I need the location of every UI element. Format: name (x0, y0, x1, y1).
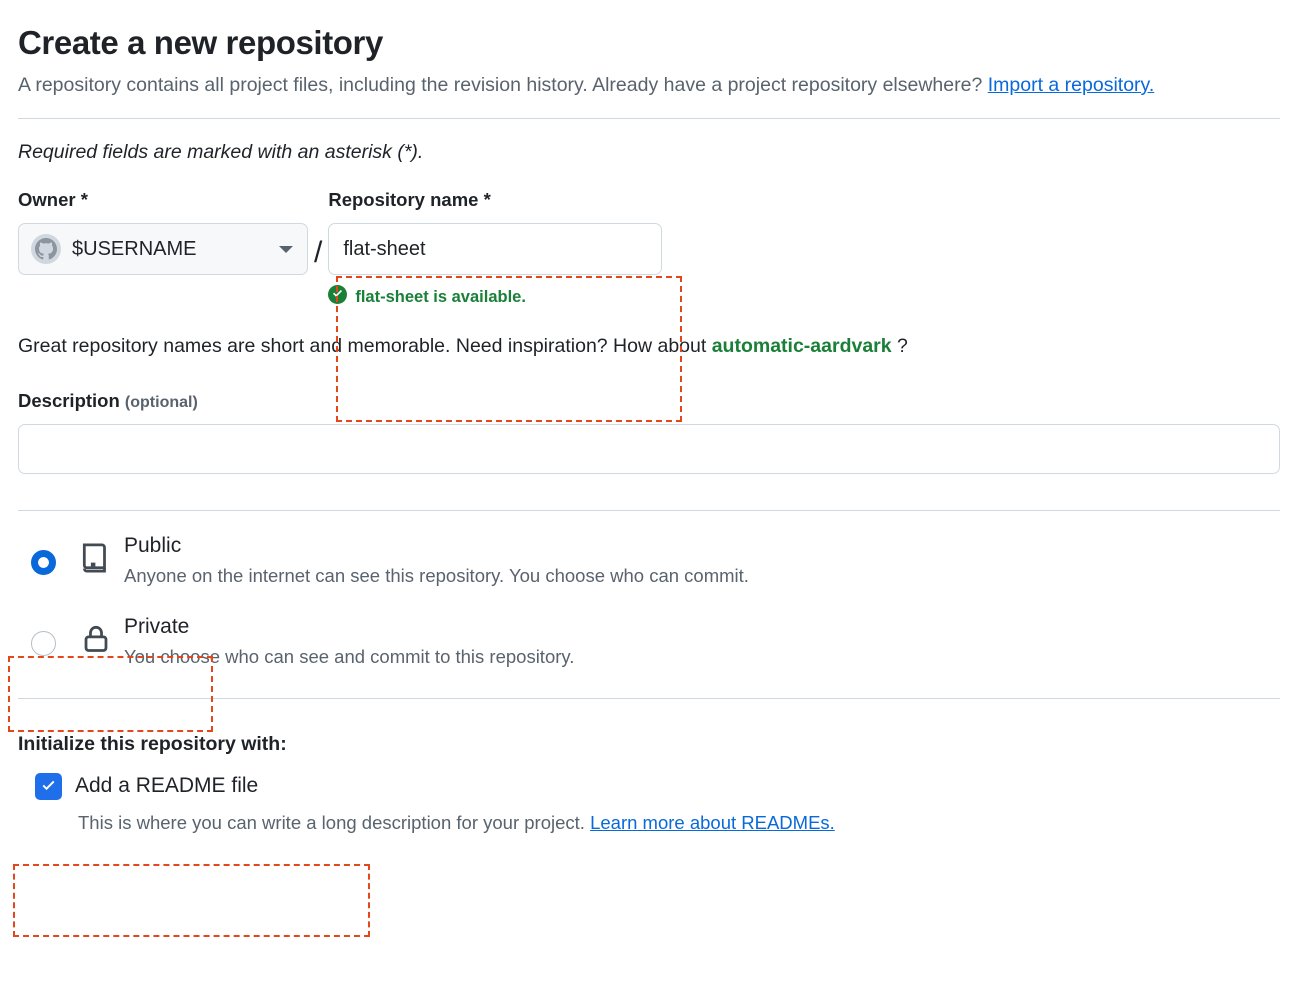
repository-name-label: Repository name * (328, 188, 491, 210)
github-octocat-icon (31, 234, 61, 265)
divider-top (18, 117, 1280, 119)
suggestion-prefix: Great repository names are short and mem… (18, 335, 712, 358)
public-text: Public Anyone on the internet can see th… (124, 533, 749, 587)
private-label: Private (124, 614, 190, 638)
description-optional-tag: (optional) (124, 394, 198, 412)
create-repository-page: Create a new repository A repository con… (0, 24, 1298, 996)
owner-and-name-row: Owner * $USERNAME / Repository name * (18, 188, 1280, 310)
initialize-readme-highlight (13, 864, 370, 937)
owner-field: Owner * $USERNAME (18, 188, 308, 276)
public-radio[interactable] (30, 550, 56, 576)
repository-availability: flat-sheet is available. (328, 285, 662, 309)
page-title: Create a new repository (18, 24, 383, 61)
suggested-repository-name[interactable]: automatic-aardvark (711, 335, 892, 358)
owner-label: Owner * (18, 188, 88, 210)
divider-initialize (18, 697, 1280, 699)
suggestion-suffix: ? (891, 335, 908, 358)
description-input[interactable] (18, 424, 1280, 475)
import-repository-link[interactable]: Import a repository. (987, 73, 1155, 96)
owner-select[interactable]: $USERNAME (18, 223, 308, 276)
check-circle-icon (328, 285, 348, 309)
subtitle-text: A repository contains all project files,… (18, 73, 988, 96)
readme-checkbox[interactable] (35, 772, 62, 800)
repository-name-field: Repository name * flat-sheet is availabl… (328, 188, 663, 310)
public-description: Anyone on the internet can see this repo… (124, 565, 749, 587)
visibility-option-public[interactable]: Public Anyone on the internet can see th… (18, 533, 1280, 587)
private-radio-wrap[interactable] (18, 614, 68, 656)
initialize-label: Initialize this repository with: (18, 732, 287, 755)
readme-hint: This is where you can write a long descr… (18, 812, 1280, 834)
availability-text: flat-sheet is available. (355, 287, 526, 306)
chevron-down-icon (279, 245, 293, 253)
required-fields-note: Required fields are marked with an aster… (18, 140, 424, 163)
private-description: You choose who can see and commit to thi… (124, 645, 575, 667)
divider-visibility (18, 510, 1280, 512)
readme-label: Add a README file (75, 774, 259, 798)
private-text: Private You choose who can see and commi… (124, 614, 574, 668)
repo-book-icon (68, 533, 124, 575)
name-suggestion: Great repository names are short and mem… (18, 335, 1280, 358)
description-label: Description (optional) (18, 390, 1280, 412)
lock-icon (68, 614, 124, 656)
readme-checkbox-row[interactable]: Add a README file (18, 772, 1280, 800)
owner-name-separator: / (314, 235, 323, 269)
learn-more-readmes-link[interactable]: Learn more about READMEs. (590, 811, 835, 833)
readme-hint-text: This is where you can write a long descr… (78, 811, 591, 833)
public-label: Public (124, 534, 182, 558)
repository-name-input[interactable] (328, 223, 663, 276)
public-radio-wrap[interactable] (18, 533, 68, 576)
visibility-option-private[interactable]: Private You choose who can see and commi… (18, 614, 1280, 668)
page-subtitle: A repository contains all project files,… (18, 72, 1198, 100)
private-radio[interactable] (30, 630, 56, 656)
owner-value: $USERNAME (72, 237, 197, 260)
description-label-text: Description (18, 390, 120, 412)
